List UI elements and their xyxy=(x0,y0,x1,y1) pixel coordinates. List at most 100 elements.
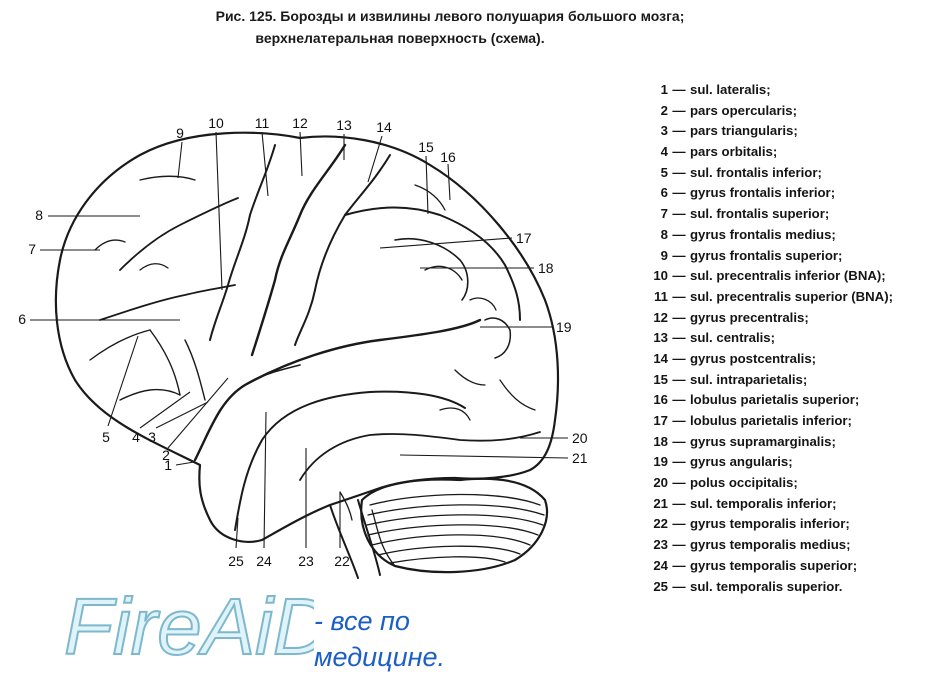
diagram-label-15: 15 xyxy=(418,139,434,155)
legend-item: 5—sul. frontalis inferior; xyxy=(646,163,893,184)
tagline-line2: медицине. xyxy=(314,642,445,672)
legend-item: 20—polus occipitalis; xyxy=(646,473,893,494)
legend-item: 14—gyrus postcentralis; xyxy=(646,349,893,370)
legend-text: sul. frontalis superior; xyxy=(690,206,830,222)
diagram-label-7: 7 xyxy=(28,241,36,257)
diagram-label-11: 11 xyxy=(255,115,270,131)
legend-text: polus occipitalis; xyxy=(690,475,798,491)
legend-text: pars orbitalis; xyxy=(690,144,778,160)
diagram-label-22: 22 xyxy=(334,553,350,569)
legend-dash: — xyxy=(672,164,686,180)
legend-dash: — xyxy=(672,247,686,263)
brain-stem xyxy=(329,499,381,579)
legend-number: 3 xyxy=(660,123,668,139)
legend-text: sul. precentralis inferior (BNA); xyxy=(690,268,886,284)
legend-text: gyrus postcentralis; xyxy=(690,350,817,366)
legend-text: sul. temporalis inferior; xyxy=(690,495,837,511)
diagram-label-1: 1 xyxy=(164,457,172,473)
diagram-label-6: 6 xyxy=(18,311,26,327)
diagram-label-24: 24 xyxy=(256,553,272,569)
legend-item: 18—gyrus supramarginalis; xyxy=(646,432,893,453)
legend-text: lobulus parietalis superior; xyxy=(690,392,860,408)
legend-number: 15 xyxy=(653,371,668,387)
legend-text: pars opercularis; xyxy=(690,102,798,118)
legend-text: gyrus frontalis medius; xyxy=(690,226,836,242)
legend-number: 5 xyxy=(660,164,668,180)
fireaid-logo: FireAiD xyxy=(64,581,314,672)
legend-number: 18 xyxy=(653,433,668,449)
legend-item: 8—gyrus frontalis medius; xyxy=(646,225,893,246)
diagram-label-10: 10 xyxy=(208,115,224,131)
diagram-label-23: 23 xyxy=(298,553,314,569)
legend-item: 4—pars orbitalis; xyxy=(646,142,893,163)
tagline-line1: - все по xyxy=(314,606,410,636)
legend-number: 1 xyxy=(660,82,668,97)
legend-item: 3—pars triangularis; xyxy=(646,121,893,142)
diagram-label-20: 20 xyxy=(572,430,588,446)
hemisphere-outline xyxy=(54,131,560,543)
diagram-label-3: 3 xyxy=(148,429,156,445)
legend-text: gyrus supramarginalis; xyxy=(690,433,836,449)
legend-number: 8 xyxy=(660,226,668,242)
legend-dash: — xyxy=(672,185,686,201)
legend-dash: — xyxy=(672,495,686,511)
legend-number: 6 xyxy=(660,185,668,201)
legend-number: 2 xyxy=(660,102,668,118)
legend-item: 7—sul. frontalis superior; xyxy=(646,204,893,225)
diagram-label-19: 19 xyxy=(556,319,572,335)
legend-item: 11—sul. precentralis superior (BNA); xyxy=(646,287,893,308)
logo-text: FireAiD xyxy=(64,582,314,671)
legend-dash: — xyxy=(672,268,686,284)
legend-dash: — xyxy=(672,206,686,222)
lateral-sulcus xyxy=(193,318,482,462)
legend-dash: — xyxy=(672,413,686,428)
legend-text: gyrus temporalis medius; xyxy=(690,537,851,553)
legend-number: 22 xyxy=(653,516,668,532)
legend-number: 14 xyxy=(653,350,668,366)
cerebellum xyxy=(360,477,549,574)
legend-text: sul. temporalis superior. xyxy=(690,578,843,594)
legend-text: gyrus frontalis superior; xyxy=(690,247,843,263)
legend-item: 25—sul. temporalis superior. xyxy=(646,577,893,598)
legend-number: 25 xyxy=(653,578,668,594)
legend-item: 12—gyrus precentralis; xyxy=(646,308,893,329)
legend-dash: — xyxy=(672,433,686,449)
legend-item: 22—gyrus temporalis inferior; xyxy=(646,514,893,535)
legend-dash: — xyxy=(672,454,686,470)
legend-dash: — xyxy=(672,516,686,532)
legend-text: gyrus angularis; xyxy=(690,454,793,470)
legend-number: 20 xyxy=(653,475,668,491)
central-sulcus xyxy=(250,143,347,357)
diagram-label-13: 13 xyxy=(336,117,352,133)
legend-number: 17 xyxy=(653,413,668,428)
legend-dash: — xyxy=(672,102,686,118)
legend-dash: — xyxy=(672,475,686,491)
legend-number: 24 xyxy=(653,557,668,573)
diagram-label-4: 4 xyxy=(132,429,140,445)
legend-item: 17—lobulus parietalis inferior; xyxy=(646,411,893,432)
legend-number: 11 xyxy=(654,288,668,304)
legend-dash: — xyxy=(672,392,686,408)
legend-text: gyrus precentralis; xyxy=(690,309,809,325)
legend-item: 1—sul. lateralis; xyxy=(646,80,893,101)
legend-list: 1—sul. lateralis;2—pars opercularis;3—pa… xyxy=(646,80,893,597)
legend-item: 19—gyrus angularis; xyxy=(646,452,893,473)
legend-dash: — xyxy=(672,226,686,242)
diagram-label-17: 17 xyxy=(516,230,532,246)
legend-number: 13 xyxy=(653,330,668,346)
diagram-label-14: 14 xyxy=(376,119,392,135)
precentral-sulcus xyxy=(209,144,276,341)
diagram-label-5: 5 xyxy=(102,429,110,445)
legend-item: 10—sul. precentralis inferior (BNA); xyxy=(646,266,893,287)
legend-text: sul. frontalis inferior; xyxy=(690,164,822,180)
legend-item: 21—sul. temporalis inferior; xyxy=(646,494,893,515)
legend-text: gyrus frontalis inferior; xyxy=(690,185,836,201)
legend-number: 4 xyxy=(660,144,668,160)
legend-dash: — xyxy=(672,371,686,387)
legend-number: 19 xyxy=(653,454,668,470)
legend-number: 10 xyxy=(653,268,668,284)
figure-caption-line1: Рис. 125. Борозды и извилины левого полу… xyxy=(215,8,685,24)
legend-dash: — xyxy=(672,557,686,573)
legend-item: 23—gyrus temporalis medius; xyxy=(646,535,893,556)
